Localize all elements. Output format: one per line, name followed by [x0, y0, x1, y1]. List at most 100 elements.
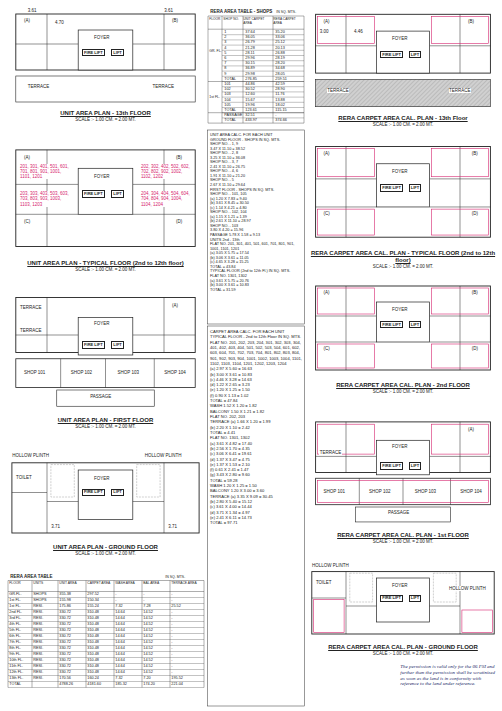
room-label: SHOP 101	[323, 489, 345, 494]
room-label: FOYER	[392, 444, 408, 449]
calc-line: TOTAL = 59.28	[210, 478, 302, 483]
calc-line: WASH 1.52 X 1.20 = 1.82	[210, 403, 302, 408]
table-cell: 6	[224, 56, 245, 60]
room-label: (A)	[323, 151, 330, 156]
table-cell: 14.52	[143, 610, 171, 614]
room-label: TOILET	[16, 475, 32, 480]
table-cell: 32.51	[245, 113, 274, 117]
wall-line	[47, 463, 48, 533]
table-cell: -	[171, 658, 204, 662]
table-rule	[8, 597, 204, 598]
carpet-outline	[432, 209, 489, 235]
wall-line	[16, 214, 78, 215]
wall-line	[460, 286, 461, 370]
wall-line	[47, 298, 48, 353]
room-label: (B)	[471, 151, 478, 156]
table-rule	[8, 639, 204, 640]
table-rule	[222, 55, 304, 56]
table-cell: 29.96	[245, 56, 274, 60]
table-cell: 174.20	[143, 682, 171, 686]
table-cell: 33.06	[275, 35, 304, 39]
table-cell: 12th FL.	[9, 670, 33, 674]
lift-label: LIFT	[113, 192, 121, 196]
table-heading: 1st FL.	[209, 95, 223, 99]
wall-outline	[16, 359, 195, 388]
calc-line: SHOP NO. - 2, 8	[210, 151, 302, 156]
table-cell: RESI.	[33, 604, 59, 608]
table-cell: TOTAL	[224, 77, 245, 81]
table-cell: 102	[224, 87, 245, 91]
table-cell: 2nd FL.	[9, 610, 33, 614]
calc-line: (a) 1.15 X 1.21 = 1.39	[210, 215, 302, 220]
plan-walls	[16, 298, 195, 407]
carpet-outline	[318, 481, 489, 503]
floor-plan: RERA CARPET AREA CAL. PLAN - 1st FLOORSC…	[308, 415, 498, 545]
table-rule	[222, 16, 223, 123]
wall-line	[430, 342, 491, 343]
table-cell: -	[171, 646, 204, 650]
room-label: HOLLOW PLINTH	[12, 453, 49, 458]
table-cell: 7.28	[143, 604, 171, 608]
table-rule	[86, 581, 87, 688]
room-label: FOYER	[94, 35, 110, 40]
calc-line: (b) 3.06 X 3.61 = 11.05	[210, 256, 302, 261]
table-cell: 330.72	[59, 652, 87, 656]
table-cell: 14.52	[143, 640, 171, 644]
table-rule	[8, 645, 204, 646]
table-cell: 160.24	[87, 676, 115, 680]
wall-outline	[376, 31, 429, 73]
table-cell: 123.61	[245, 108, 274, 112]
lift-label: FIRE LIFT	[382, 596, 401, 600]
wall-line	[450, 478, 451, 504]
floor-plan: RERA CARPET AREA CAL. PLAN - 2nd FLOORSC…	[308, 280, 498, 395]
calc-line: (a) 1.20 X 7.83 = 9.40	[210, 197, 302, 202]
room-label: FOYER	[392, 36, 408, 41]
carpet-outline	[318, 344, 375, 368]
room-label: FOYER	[392, 307, 408, 312]
plan-drawing	[308, 562, 498, 642]
table-header: UNIT AREA	[59, 582, 87, 586]
room-label: FOYER	[94, 321, 110, 326]
room-label: PASSAGE	[388, 510, 410, 515]
table-rule	[222, 91, 304, 92]
carpet-outline	[432, 16, 489, 43]
plan-walls	[12, 463, 199, 533]
table-header: UNITS	[33, 582, 59, 586]
plan-title: UNIT AREA PLAN - FIRST FLOOR	[8, 417, 203, 424]
table-cell: 13th FL.	[9, 676, 33, 680]
calc-line: (b) 2.56 X 1.70 = 4.35	[210, 446, 302, 451]
lift-box: LIFT	[409, 51, 421, 58]
table-rule	[8, 591, 204, 592]
table-cell: 105	[224, 103, 245, 107]
table-cell: 433.97	[245, 118, 274, 122]
table-cell: 4181.60	[87, 682, 115, 686]
table-cell: 9th FL.	[9, 652, 33, 656]
lift-label: FIRE LIFT	[382, 53, 401, 57]
calc-line: TOTAL = 47.84	[210, 398, 302, 403]
table-rule	[8, 675, 204, 676]
lift-label: FIRE LIFT	[84, 343, 103, 347]
table-cell: RESI.	[33, 610, 59, 614]
table-cell: 14.52	[143, 646, 171, 650]
scale-note: SCALE :- 1.00 CM. = 2.00 MT.	[8, 551, 203, 556]
calc-line: 2.41 X 11.10 = 26.75	[210, 165, 302, 170]
room-label: TERRACE	[319, 450, 341, 455]
table-cell: 7.32	[115, 604, 143, 608]
room-label: 3.00	[319, 29, 328, 34]
table-cell: 374.66	[275, 118, 304, 122]
carpet-outline	[318, 424, 375, 454]
calc-line: SHOP NO. - 5	[210, 178, 302, 183]
table-cell: 28.19	[275, 56, 304, 60]
table-rule	[8, 609, 204, 610]
table-cell: 11th FL.	[9, 664, 33, 668]
table-cell: 30.52	[245, 87, 274, 91]
table-cell: -	[171, 670, 204, 674]
calc-line: (f) 0.90 X 1.13 = 1.02	[210, 393, 302, 398]
room-label: (D)	[176, 219, 183, 224]
wall-line	[133, 214, 195, 215]
table-cell: 310.48	[87, 670, 115, 674]
wall-line	[133, 335, 195, 336]
calc-line: SHOP NO. - 1, 9	[210, 142, 302, 147]
table-cell: -	[171, 634, 204, 638]
carpet-outline	[318, 209, 375, 235]
